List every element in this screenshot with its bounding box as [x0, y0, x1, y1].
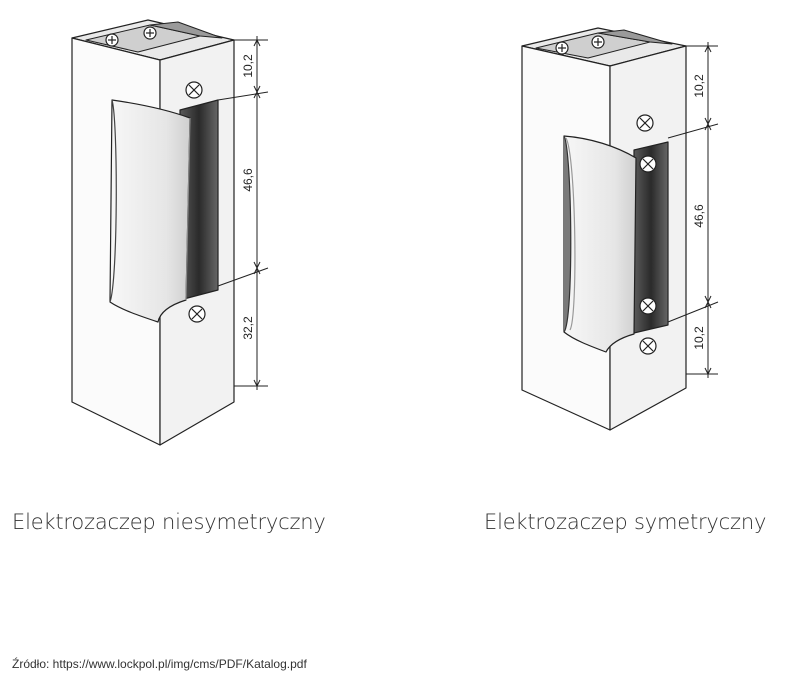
screw-icon: [185, 81, 203, 99]
screw-icon: [591, 35, 605, 49]
caption-symmetric-strike: Elektrozaczep symetryczny: [484, 510, 767, 534]
dimension-lines-right: [667, 42, 719, 378]
screw-icon: [188, 305, 206, 323]
screw-icon: [639, 337, 657, 355]
strike-blade: [563, 135, 637, 353]
dimension-lines-left: [217, 36, 269, 390]
dimension-label: 46,6: [692, 204, 706, 228]
screw-icon: [636, 114, 654, 132]
strike-blade: [109, 99, 191, 323]
screw-icon: [639, 297, 657, 315]
screw-icon: [143, 26, 157, 40]
screw-icon: [639, 155, 657, 173]
asymmetric-strike: [71, 19, 235, 446]
dimension-label: 32,2: [241, 316, 255, 340]
screw-icon: [105, 33, 119, 47]
dimension-label: 10,2: [692, 326, 706, 350]
symmetric-strike: [521, 27, 687, 431]
dimension-label: 10,2: [692, 74, 706, 98]
dimension-label: 10,2: [241, 54, 255, 78]
screw-icon: [555, 41, 569, 55]
caption-asymmetric-strike: Elektrozaczep niesymetryczny: [12, 510, 326, 534]
dimension-label: 46,6: [241, 168, 255, 192]
source-note: Źródło: https://www.lockpol.pl/img/cms/P…: [12, 657, 307, 671]
